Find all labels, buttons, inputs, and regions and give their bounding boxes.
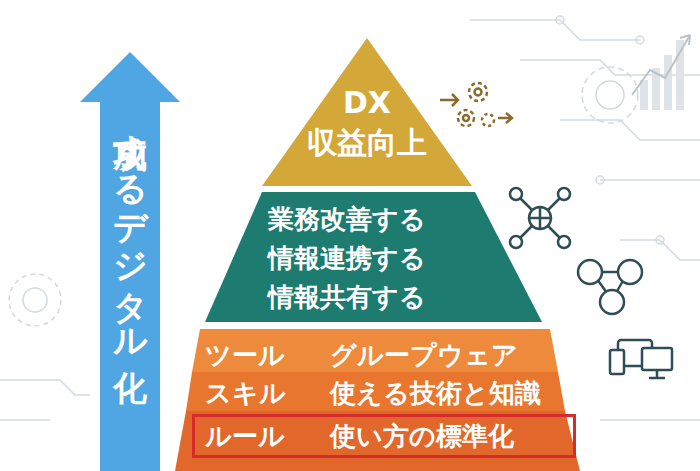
- row-text: 使い方の標準化: [330, 419, 514, 453]
- circuit-trace: [600, 179, 700, 181]
- arrow-text: 成功するデジタル化: [80, 110, 180, 344]
- highlight-box: ルール 使い方の標準化: [192, 414, 576, 458]
- circuit-trace: [600, 419, 700, 421]
- icon-gear: [482, 114, 494, 126]
- icon-person: [558, 236, 570, 248]
- icon-gear: [458, 110, 474, 126]
- pyramid-top: DX 収益向上: [262, 38, 472, 186]
- devices-icon: [610, 340, 672, 378]
- gear-hub: [23, 288, 47, 312]
- circuit-node: [656, 236, 664, 244]
- band-text: 業務改善する 情報連携する 情報共有する: [268, 200, 446, 317]
- icon-person: [578, 260, 602, 284]
- circuit-node: [596, 176, 604, 184]
- icon-monitor-stand: [649, 370, 665, 378]
- pyramid-base: ツール グループウェアスキル 使える技術と知識ルール 使い方の標準化: [175, 329, 580, 471]
- gear-outline: [9, 274, 61, 326]
- icon-gear-hub: [475, 89, 482, 96]
- row-heading: ツール: [205, 338, 285, 372]
- icon-person: [510, 188, 522, 200]
- bar-chart: [632, 35, 690, 110]
- circuit-node: [636, 36, 644, 44]
- icon-person: [600, 290, 624, 314]
- trend-line: [632, 35, 690, 95]
- shape-fill: [186, 372, 565, 411]
- circuit-trace: [560, 120, 700, 140]
- icon-gear-hub: [463, 115, 469, 121]
- icon-monitor: [642, 348, 672, 370]
- icon-globe-lines: [529, 207, 551, 229]
- icon-arrow: [498, 113, 512, 123]
- shape-fill: [192, 329, 558, 372]
- icon-person: [510, 236, 522, 248]
- shape-fill: [205, 192, 542, 322]
- icon-person: [558, 188, 570, 200]
- growth-arrow: 成功するデジタル化: [80, 52, 180, 471]
- shape-fill: [175, 411, 580, 471]
- pyramid-middle: 業務改善する 情報連携する 情報共有する: [205, 192, 542, 322]
- circuit-trace: [0, 380, 90, 395]
- icon-phone: [610, 350, 624, 374]
- shape-fill: [80, 52, 180, 471]
- network-icon: [510, 188, 570, 248]
- row-heading: スキル: [205, 376, 286, 410]
- shape-fill: [262, 38, 472, 186]
- row-heading: ルール: [205, 419, 285, 453]
- chart-bar: [640, 80, 648, 110]
- gear-outline: [582, 67, 638, 123]
- row-text: グループウェア: [330, 338, 518, 372]
- row-text: 使える技術と知識: [330, 376, 541, 410]
- icon-gear: [469, 83, 487, 101]
- icon-arrow: [440, 94, 458, 106]
- icon-links: [520, 198, 560, 238]
- gear-hub: [596, 81, 624, 109]
- people-icon: [578, 260, 642, 314]
- icon-globe: [529, 207, 551, 229]
- circuit-trace: [620, 240, 700, 260]
- chart-bar: [664, 55, 672, 110]
- band-text: DX 収益向上: [304, 83, 430, 163]
- circuit-trace: [470, 20, 640, 40]
- icon-person: [618, 260, 642, 284]
- circuit-trace: [0, 419, 50, 421]
- gear-icon: [440, 83, 512, 126]
- trend-arrowhead: [680, 35, 690, 45]
- circuit-node: [556, 16, 564, 24]
